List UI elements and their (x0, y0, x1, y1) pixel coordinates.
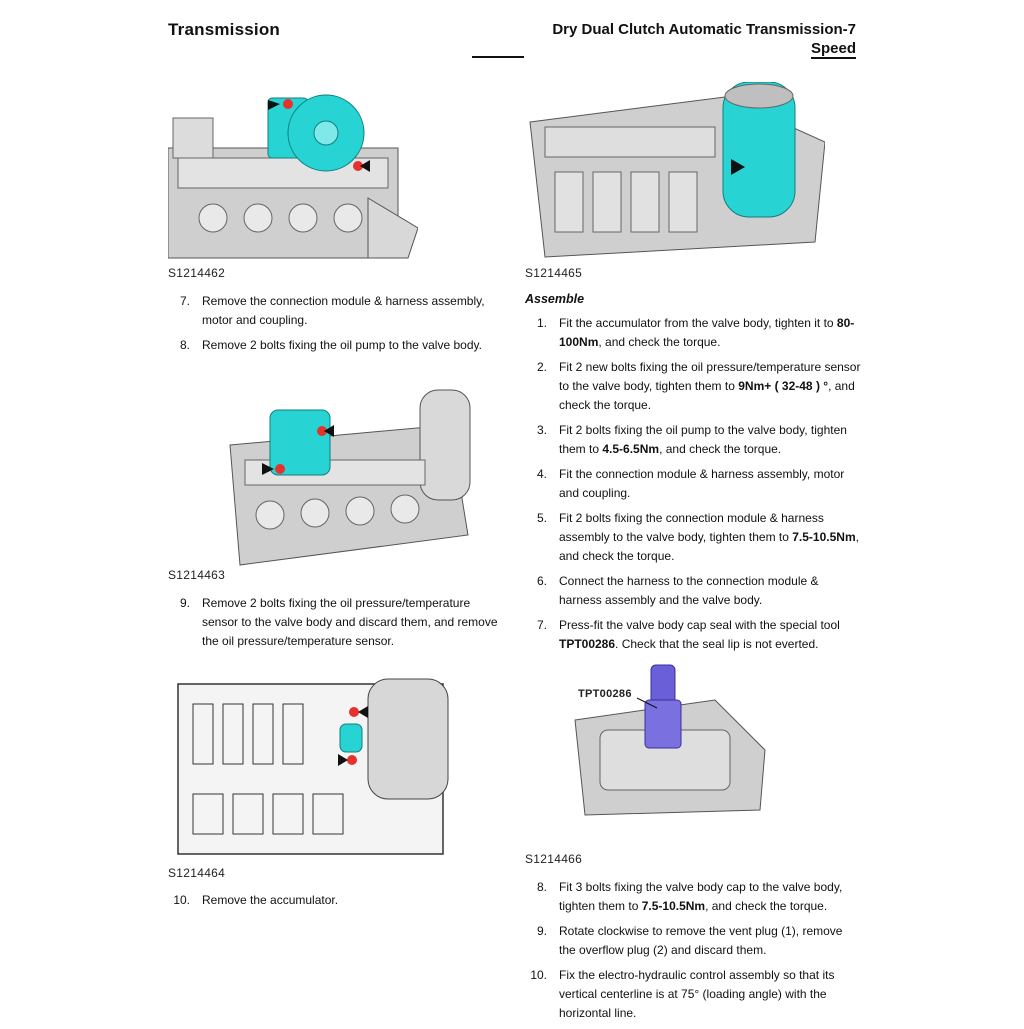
accumulator-component (367, 678, 449, 800)
bolt-marker (275, 464, 285, 474)
figure-caption: S1214465 (525, 266, 583, 280)
list-item: 7.Remove the connection module & harness… (179, 294, 485, 327)
list-item: 2.Fit 2 new bolts fixing the oil pressur… (536, 360, 861, 412)
bolt-marker (283, 99, 293, 109)
oil-pump-component (269, 409, 331, 476)
list-item: 1.Fit the accumulator from the valve bod… (536, 316, 855, 349)
list-item: 10.Fix the electro-hydraulic control ass… (530, 968, 835, 1020)
arrow-icon (262, 463, 274, 475)
list-item: 8.Fit 3 bolts fixing the valve body cap … (536, 880, 843, 913)
list-item: 9.Rotate clockwise to remove the vent pl… (536, 924, 843, 957)
figure-s1214465 (525, 82, 825, 262)
list-item: 4.Fit the connection module & harness as… (536, 467, 845, 500)
assemble-heading: Assemble (525, 292, 585, 306)
figure-s1214463 (210, 385, 472, 575)
list-item: 3.Fit 2 bolts fixing the oil pump to the… (536, 423, 847, 456)
bolt-marker (347, 755, 357, 765)
section-title: Transmission (168, 20, 280, 39)
figure-caption: S1214464 (168, 866, 226, 880)
list-item: 7.Press-fit the valve body cap seal with… (536, 618, 840, 651)
list-item: 5.Fit 2 bolts fixing the connection modu… (536, 511, 859, 563)
figure-caption: S1214466 (525, 852, 583, 866)
bolt-marker (317, 426, 327, 436)
list-item: 10.Remove the accumulator. (173, 893, 339, 907)
arrow-icon (324, 425, 334, 437)
step-list-remove-c: 10.Remove the accumulator. (168, 891, 504, 916)
arrow-icon (360, 160, 370, 172)
tool-callout-label: TPT00286 (578, 688, 632, 700)
arrow-icon (731, 159, 745, 175)
document-title-line1: Dry Dual Clutch Automatic Transmission-7 (552, 21, 856, 38)
list-item: 6.Connect the harness to the connection … (536, 574, 819, 607)
step-list-remove-a: 7.Remove the connection module & harness… (168, 292, 498, 361)
figure-3-illustration (177, 678, 449, 855)
figure-5-illustration (574, 664, 766, 816)
figure-s1214462 (168, 88, 418, 266)
motor-component (267, 94, 365, 172)
special-tool-tpt00286 (644, 664, 682, 749)
arrow-icon (358, 706, 368, 718)
bolt-marker (353, 161, 363, 171)
list-item: 8.Remove 2 bolts fixing the oil pump to … (179, 338, 482, 352)
arrow-icon (268, 100, 280, 110)
figure-s1214466 (565, 660, 775, 820)
step-list-assemble-continued: 8.Fit 3 bolts fixing the valve body cap … (525, 878, 861, 1029)
step-list-assemble: 1.Fit the accumulator from the valve bod… (525, 314, 861, 660)
document-title: Dry Dual Clutch Automatic Transmission-7… (552, 20, 856, 59)
list-item: 9.Remove 2 bolts fixing the oil pressure… (179, 596, 498, 648)
accumulator-component (722, 82, 796, 218)
document-title-line2: Speed (810, 40, 856, 59)
figure-2-illustration (229, 389, 471, 566)
arrow-icon (338, 754, 348, 766)
pressure-sensor-component (339, 723, 363, 753)
callout-line (636, 697, 658, 709)
figure-4-illustration (529, 82, 825, 258)
figure-s1214464 (168, 674, 458, 860)
figure-caption: S1214463 (168, 568, 226, 582)
header-rule (472, 56, 524, 58)
figure-1-illustration (168, 94, 418, 259)
bolt-marker (349, 707, 359, 717)
step-list-remove-b: 9.Remove 2 bolts fixing the oil pressure… (168, 594, 504, 657)
figure-caption: S1214462 (168, 266, 226, 280)
